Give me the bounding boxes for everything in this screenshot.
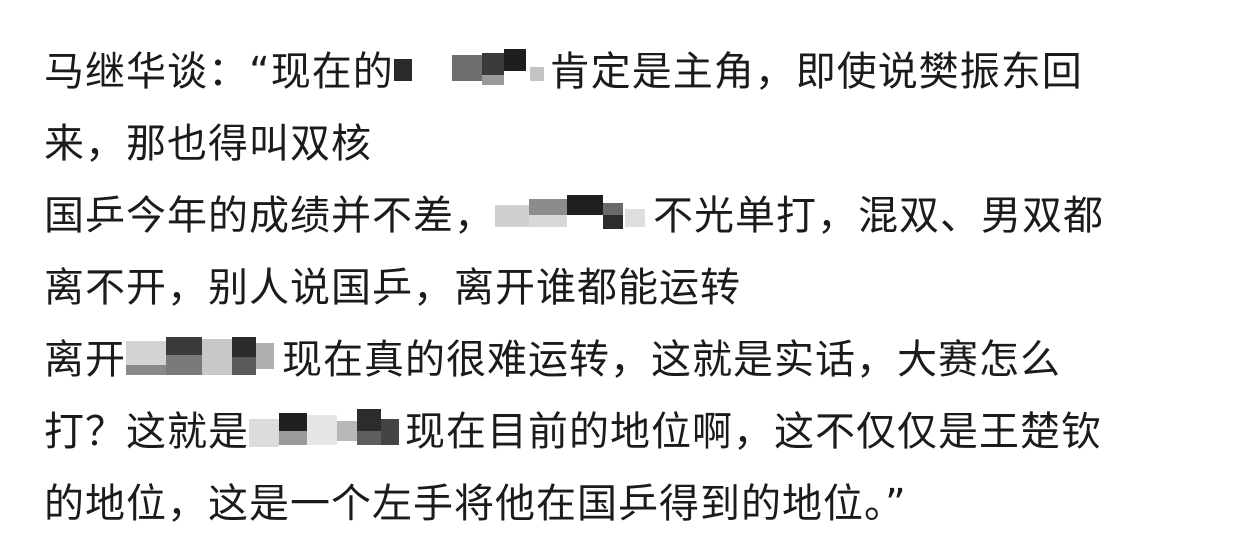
- text-line-7: 的地位，这是一个左手将他在国乒得到的地位。”: [44, 468, 1234, 540]
- text-line-5: 离开 现在真的很难运转，这就是实话，大赛怎么: [44, 324, 1234, 396]
- censored-name-mosaic: [249, 405, 405, 451]
- censored-name-mosaic: [495, 189, 653, 235]
- censored-name-mosaic: [126, 333, 282, 379]
- text-line-4: 离不开，别人说国乒，离开谁都能运转: [44, 252, 1234, 324]
- text-segment: 的地位，这是一个左手将他在国乒得到的地位。”: [44, 481, 907, 527]
- text-segment: 肯定是主角，即使说樊振东回: [549, 49, 1083, 95]
- text-segment: 来，那也得叫双核: [44, 121, 372, 167]
- censored-name-mosaic: [393, 45, 550, 91]
- text-line-3: 国乒今年的成绩并不差， 不光单打，混双、男双都: [44, 180, 1234, 252]
- text-segment: 离不开，别人说国乒，离开谁都能运转: [44, 265, 741, 311]
- text-segment: 打？这就是: [44, 409, 249, 455]
- post-text: 马继华谈：“现在的 肯定是主角，即使说樊振东回 来，那也得叫双核 国乒今年的成绩…: [44, 36, 1234, 540]
- text-segment: 现在真的很难运转，这就是实话，大赛怎么: [282, 337, 1061, 383]
- text-line-1: 马继华谈：“现在的 肯定是主角，即使说樊振东回: [44, 36, 1234, 108]
- text-segment: 国乒今年的成绩并不差，: [44, 193, 495, 239]
- text-segment: 现在目前的地位啊，这不仅仅是王楚钦: [405, 409, 1102, 455]
- text-line-2: 来，那也得叫双核: [44, 108, 1234, 180]
- text-segment: 马继华谈：“现在的: [44, 49, 394, 95]
- text-line-6: 打？这就是 现在目前的地位啊，这不仅仅是王楚钦: [44, 396, 1234, 468]
- text-segment: 离开: [44, 337, 126, 383]
- text-segment: 不光单打，混双、男双都: [653, 193, 1104, 239]
